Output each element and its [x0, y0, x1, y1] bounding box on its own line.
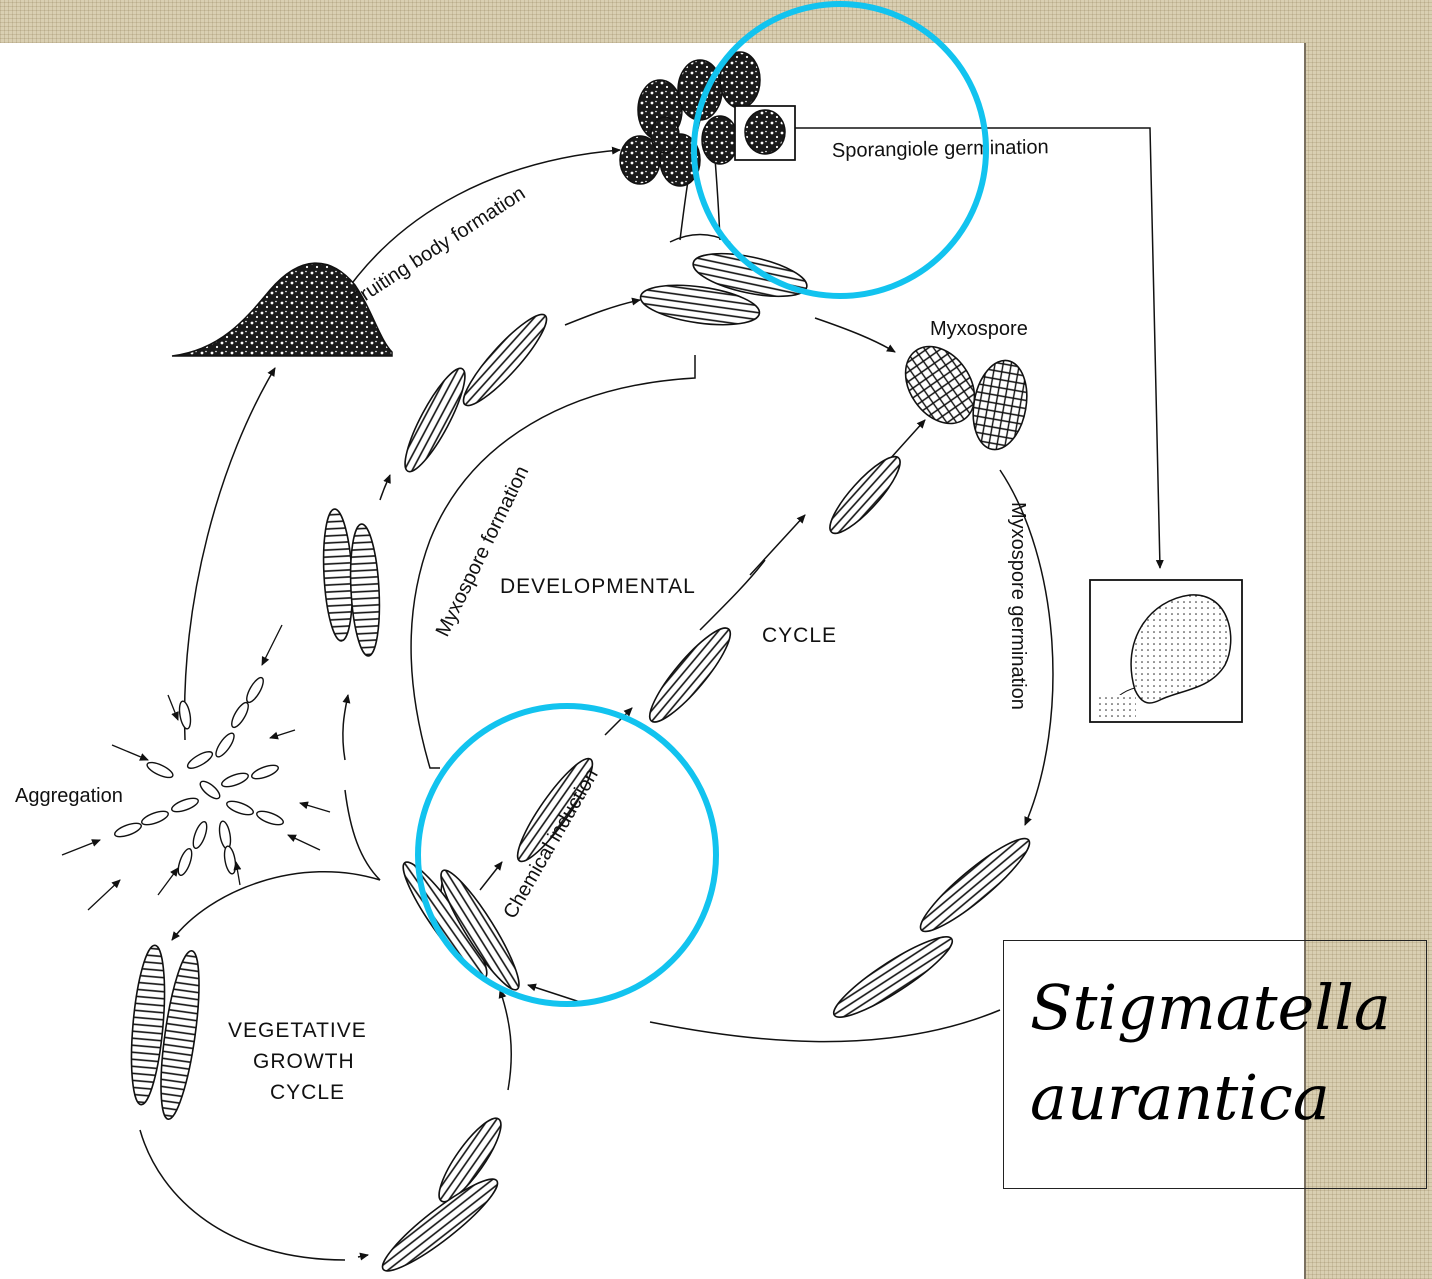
species-genus: Stigmatella — [1030, 971, 1391, 1044]
species-name-box: Stigmatella aurantica — [1003, 940, 1427, 1189]
label-vegetative: VEGETATIVE — [228, 1019, 367, 1042]
label-myxospore-germination: Myxospore germination — [1007, 502, 1029, 710]
label-developmental: DEVELOPMENTAL — [500, 575, 696, 598]
label-myxospore: Myxospore — [930, 318, 1028, 340]
label-aggregation: Aggregation — [15, 785, 123, 807]
label-developmental-cycle: CYCLE — [762, 624, 837, 647]
label-fruiting-body-formation: Fruiting body formation — [346, 182, 530, 312]
label-chemical-induction: Chemical induction — [499, 765, 603, 922]
label-myxospore-formation: Myxospore formation — [432, 463, 534, 640]
species-epithet: aurantica — [1030, 1061, 1330, 1134]
germinating-sporangiole-box — [1090, 580, 1242, 722]
label-sporangiole-germination: Sporangiole germination — [832, 136, 1049, 162]
aggregation-cells — [113, 675, 285, 876]
myxospores — [891, 333, 1033, 453]
highlight-circle-chemical-induction — [418, 706, 716, 1004]
label-vegetative-cycle: CYCLE — [270, 1081, 345, 1104]
label-growth: GROWTH — [253, 1050, 355, 1073]
